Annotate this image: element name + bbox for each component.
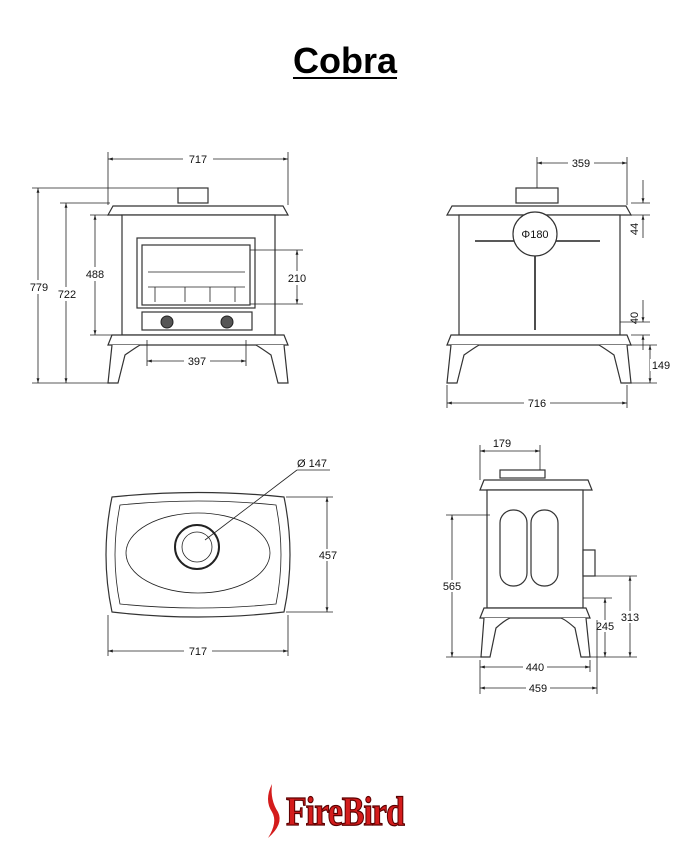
title-text: Cobra [292, 40, 397, 81]
dim-door-width: 397 [188, 356, 206, 368]
dim-side-width: 716 [528, 398, 546, 410]
dim-outlet-top: 313 [621, 612, 639, 624]
dim-rear-outlet: 245 [596, 621, 614, 633]
dim-flue-diameter-180: Φ180 [521, 229, 548, 241]
dim-flue-height: 565 [443, 581, 461, 593]
flame-icon [268, 784, 280, 838]
logo-text: FireBird [286, 789, 406, 835]
dim-top-depth: 457 [319, 550, 337, 562]
dim-flue-offset: 359 [572, 158, 590, 170]
dim-profile-flue-offset: 179 [493, 438, 511, 450]
side-profile-view: 179 565 245 313 440 459 [440, 438, 641, 695]
front-view: 717 779 722 488 210 397 [28, 152, 308, 384]
dim-top-width: 717 [189, 646, 207, 658]
dim-total-height: 779 [30, 282, 48, 294]
firebird-logo: FireBird [262, 782, 432, 842]
dim-door-height: 488 [86, 269, 104, 281]
dim-base-depth: 440 [526, 662, 544, 674]
dim-leg-height: 149 [652, 360, 670, 372]
dim-top-to-flue: 44 [629, 223, 641, 235]
dim-front-width: 717 [189, 154, 207, 166]
dim-body-height: 722 [58, 289, 76, 301]
dim-flue-diameter-147: Ø 147 [297, 458, 327, 470]
dim-total-depth: 459 [529, 683, 547, 695]
rear-view: Φ180 359 44 40 149 716 [445, 157, 674, 410]
page-title: Cobra [0, 40, 690, 82]
dim-door-opening: 210 [288, 273, 306, 285]
dim-bottom-outlet: 40 [629, 312, 641, 324]
top-view: Ø 147 457 717 [105, 458, 340, 658]
